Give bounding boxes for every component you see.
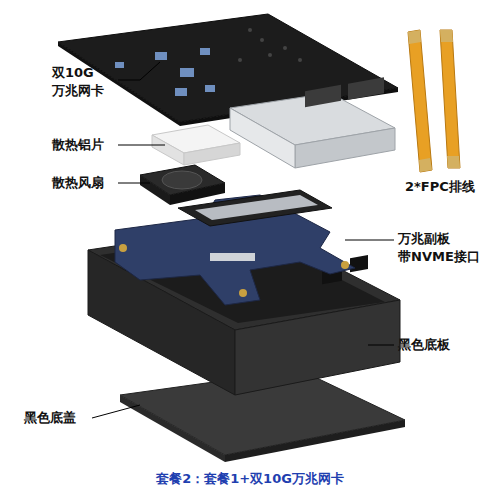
part-label: 万兆副板 带NVME接口 bbox=[398, 230, 494, 266]
connector bbox=[210, 253, 255, 261]
standoff bbox=[239, 289, 247, 297]
standoff bbox=[119, 244, 127, 252]
sfp-port bbox=[305, 85, 341, 107]
chips bbox=[115, 48, 215, 96]
sfp-front bbox=[295, 128, 395, 168]
fpc-end bbox=[408, 30, 421, 44]
heatsink-side bbox=[184, 143, 240, 165]
part-label: 黑色底盖 bbox=[24, 409, 90, 427]
case-front bbox=[235, 300, 400, 395]
fpc-end bbox=[440, 30, 453, 42]
bottom-cover-side bbox=[120, 395, 225, 462]
part-label: 2*FPC排线 bbox=[405, 178, 495, 196]
sfp-side bbox=[230, 108, 295, 168]
heatsink-side bbox=[152, 135, 184, 165]
port-hole bbox=[350, 255, 368, 272]
fpc-cable bbox=[440, 30, 460, 168]
holes bbox=[238, 28, 302, 62]
leader-lines bbox=[92, 62, 394, 418]
caption: 套餐2：套餐1+双10G万兆网卡 bbox=[156, 470, 344, 488]
part-label: 散热铝片 bbox=[52, 136, 116, 154]
part-label: 散热风扇 bbox=[52, 174, 116, 192]
fpc-cable bbox=[408, 30, 432, 172]
sfp-port bbox=[348, 77, 384, 99]
part-label: 黑色底板 bbox=[398, 336, 494, 354]
standoff bbox=[341, 261, 349, 269]
adapter-board bbox=[115, 195, 355, 305]
fpc-end bbox=[447, 156, 460, 168]
slot-metal bbox=[195, 195, 318, 220]
bottom-cover-side bbox=[225, 420, 405, 462]
fan-blades bbox=[162, 171, 202, 189]
part-label: 双10G 万兆网卡 bbox=[52, 64, 112, 100]
fpc-end bbox=[419, 158, 432, 172]
